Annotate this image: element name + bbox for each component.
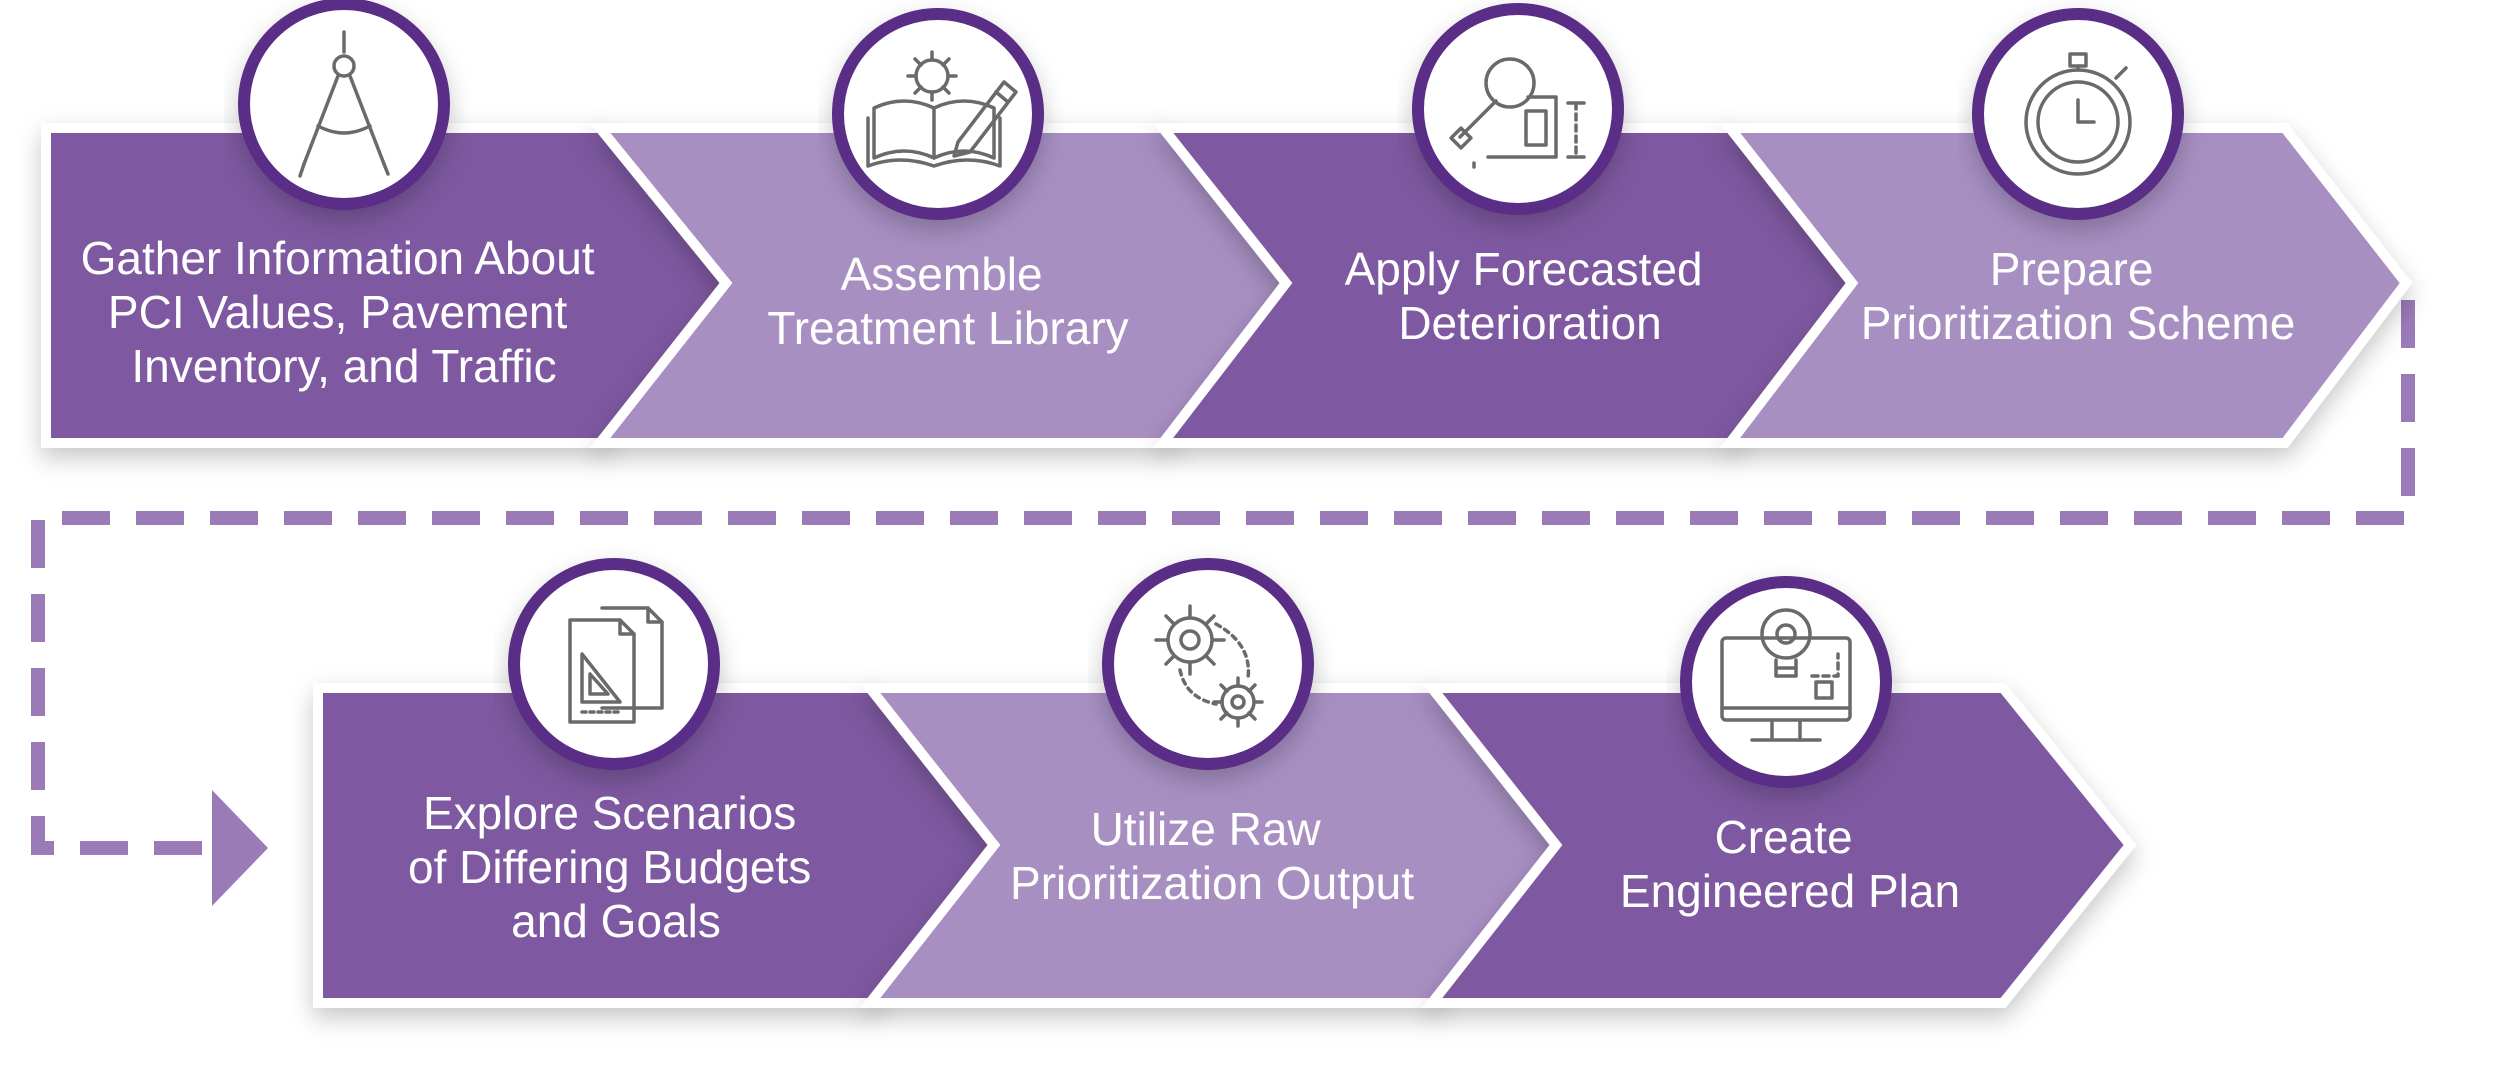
step-1: Gather Information About PCI Values, Pav… bbox=[41, 123, 733, 448]
book-gear-pencil-icon bbox=[866, 50, 1018, 168]
connector-arrowhead bbox=[212, 790, 268, 906]
label-line: Prioritization Scheme bbox=[1861, 297, 2296, 349]
badge-step-4 bbox=[1972, 8, 2184, 220]
dashed-connector-line bbox=[31, 300, 2415, 855]
monitor-lightbulb-icon bbox=[1720, 608, 1852, 742]
label-line: Deterioration bbox=[1398, 297, 1661, 349]
label-line: PCI Values, Pavement bbox=[108, 286, 568, 338]
badge-step-3 bbox=[1412, 3, 1624, 215]
compass-icon bbox=[298, 30, 390, 178]
step-label: Apply Forecasted Deterioration bbox=[1345, 243, 1716, 349]
chevron-shape bbox=[1719, 123, 2413, 448]
documents-set-square-icon bbox=[568, 606, 664, 724]
step-label: Gather Information About PCI Values, Pav… bbox=[81, 232, 608, 392]
step-label: Explore Scenarios of Differing Budgets a… bbox=[408, 787, 824, 947]
label-line: Prepare bbox=[1990, 243, 2154, 295]
label-line: Explore Scenarios bbox=[423, 787, 796, 839]
label-line: Treatment Library bbox=[767, 302, 1128, 354]
step-6: Utilize Raw Prioritization Output bbox=[859, 683, 1563, 1008]
gears-icon bbox=[1154, 604, 1264, 728]
label-line: Prioritization Output bbox=[1010, 857, 1414, 909]
step-label: Assemble Treatment Library bbox=[767, 248, 1128, 354]
label-line: Create bbox=[1715, 811, 1853, 863]
label-line: Inventory, and Traffic bbox=[131, 340, 556, 392]
step-7: Create Engineered Plan bbox=[1421, 683, 2137, 1008]
label-line: Gather Information About bbox=[81, 232, 595, 284]
step-4: Prepare Prioritization Scheme bbox=[1719, 123, 2413, 448]
step-3: Apply Forecasted Deterioration bbox=[1152, 123, 1859, 448]
magnifier-blueprint-icon bbox=[1449, 57, 1586, 169]
label-line: Apply Forecasted bbox=[1345, 243, 1703, 295]
step-5: Explore Scenarios of Differing Budgets a… bbox=[313, 683, 1001, 1008]
step-label: Create Engineered Plan bbox=[1620, 811, 1960, 917]
label-line: Engineered Plan bbox=[1620, 865, 1960, 917]
label-line: Assemble bbox=[841, 248, 1043, 300]
row-connector bbox=[31, 300, 2415, 906]
badge-step-6 bbox=[1102, 558, 1314, 770]
stopwatch-icon bbox=[2024, 52, 2132, 176]
label-line: and Goals bbox=[511, 895, 721, 947]
label-line: Utilize Raw bbox=[1091, 803, 1322, 855]
step-label: Prepare Prioritization Scheme bbox=[1861, 243, 2296, 349]
step-label: Utilize Raw Prioritization Output bbox=[1010, 803, 1414, 909]
badge-step-1 bbox=[238, 0, 450, 210]
chevron-shape bbox=[1421, 683, 2137, 1008]
badge-step-5 bbox=[508, 558, 720, 770]
label-line: of Differing Budgets bbox=[408, 841, 811, 893]
badge-step-7 bbox=[1680, 576, 1892, 788]
badge-step-2 bbox=[832, 8, 1044, 220]
